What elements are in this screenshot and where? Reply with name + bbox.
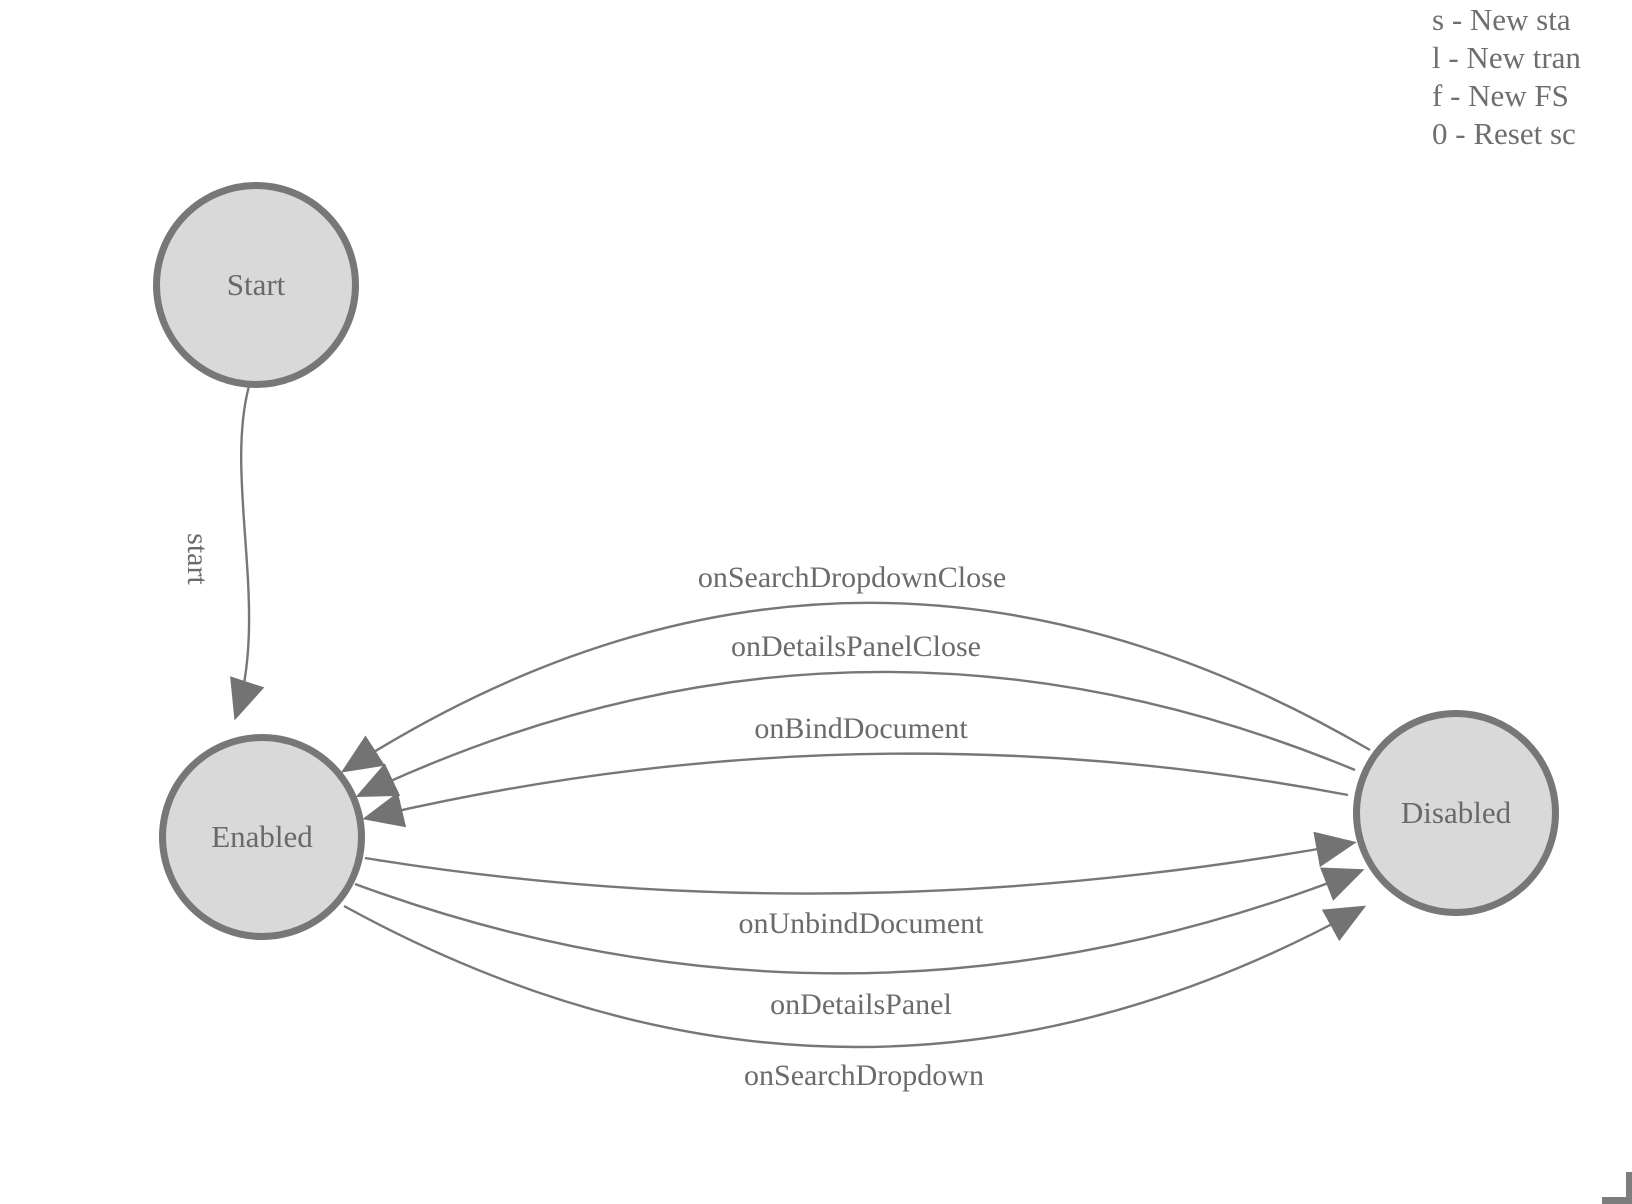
legend-line-new-transition: l - New tran (1432, 40, 1581, 75)
state-node-disabled[interactable]: Disabled (1353, 710, 1559, 916)
transition-label-ondetailspanelclose[interactable]: onDetailsPanelClose (731, 630, 981, 663)
state-label-disabled: Disabled (1400, 795, 1512, 830)
transition-label-onsearchdropdownclose[interactable]: onSearchDropdownClose (697, 561, 1007, 594)
transition-path-onsearchdropdownclose[interactable] (340, 601, 1371, 773)
state-label-enabled: Enabled (211, 819, 313, 854)
offscreen-rect-corner-horizontal (1602, 1197, 1632, 1204)
transition-label-onunbinddocument[interactable]: onUnbindDocument (738, 907, 984, 940)
transition-label-onbinddocument[interactable]: onBindDocument (754, 712, 968, 745)
transition-path-ondetailspanelclose[interactable] (355, 670, 1356, 798)
transition-label-start[interactable]: start (181, 533, 214, 585)
offscreen-rect-corner-vertical (1626, 1172, 1632, 1204)
legend-line-new-fsm: f - New FS (1432, 78, 1569, 113)
transition-label-ondetailspanel[interactable]: onDetailsPanel (770, 988, 952, 1021)
state-label-start: Start (226, 267, 286, 302)
state-node-enabled[interactable]: Enabled (159, 734, 365, 940)
legend-line-reset: 0 - Reset sc (1432, 116, 1576, 151)
transition-path-ondetailspanel[interactable] (354, 867, 1365, 975)
transition-path-onunbinddocument[interactable] (364, 831, 1357, 895)
state-node-start[interactable]: Start (153, 182, 359, 388)
transition-path-start[interactable] (230, 385, 265, 721)
legend-line-new-state: s - New sta (1432, 2, 1571, 37)
transition-path-onsearchdropdown[interactable] (343, 904, 1367, 1049)
shortcuts-legend: s - New sta l - New tran f - New FS 0 - … (1432, 1, 1581, 153)
transition-path-onbinddocument[interactable] (362, 752, 1349, 828)
transition-label-onsearchdropdown[interactable]: onSearchDropdown (744, 1059, 984, 1092)
